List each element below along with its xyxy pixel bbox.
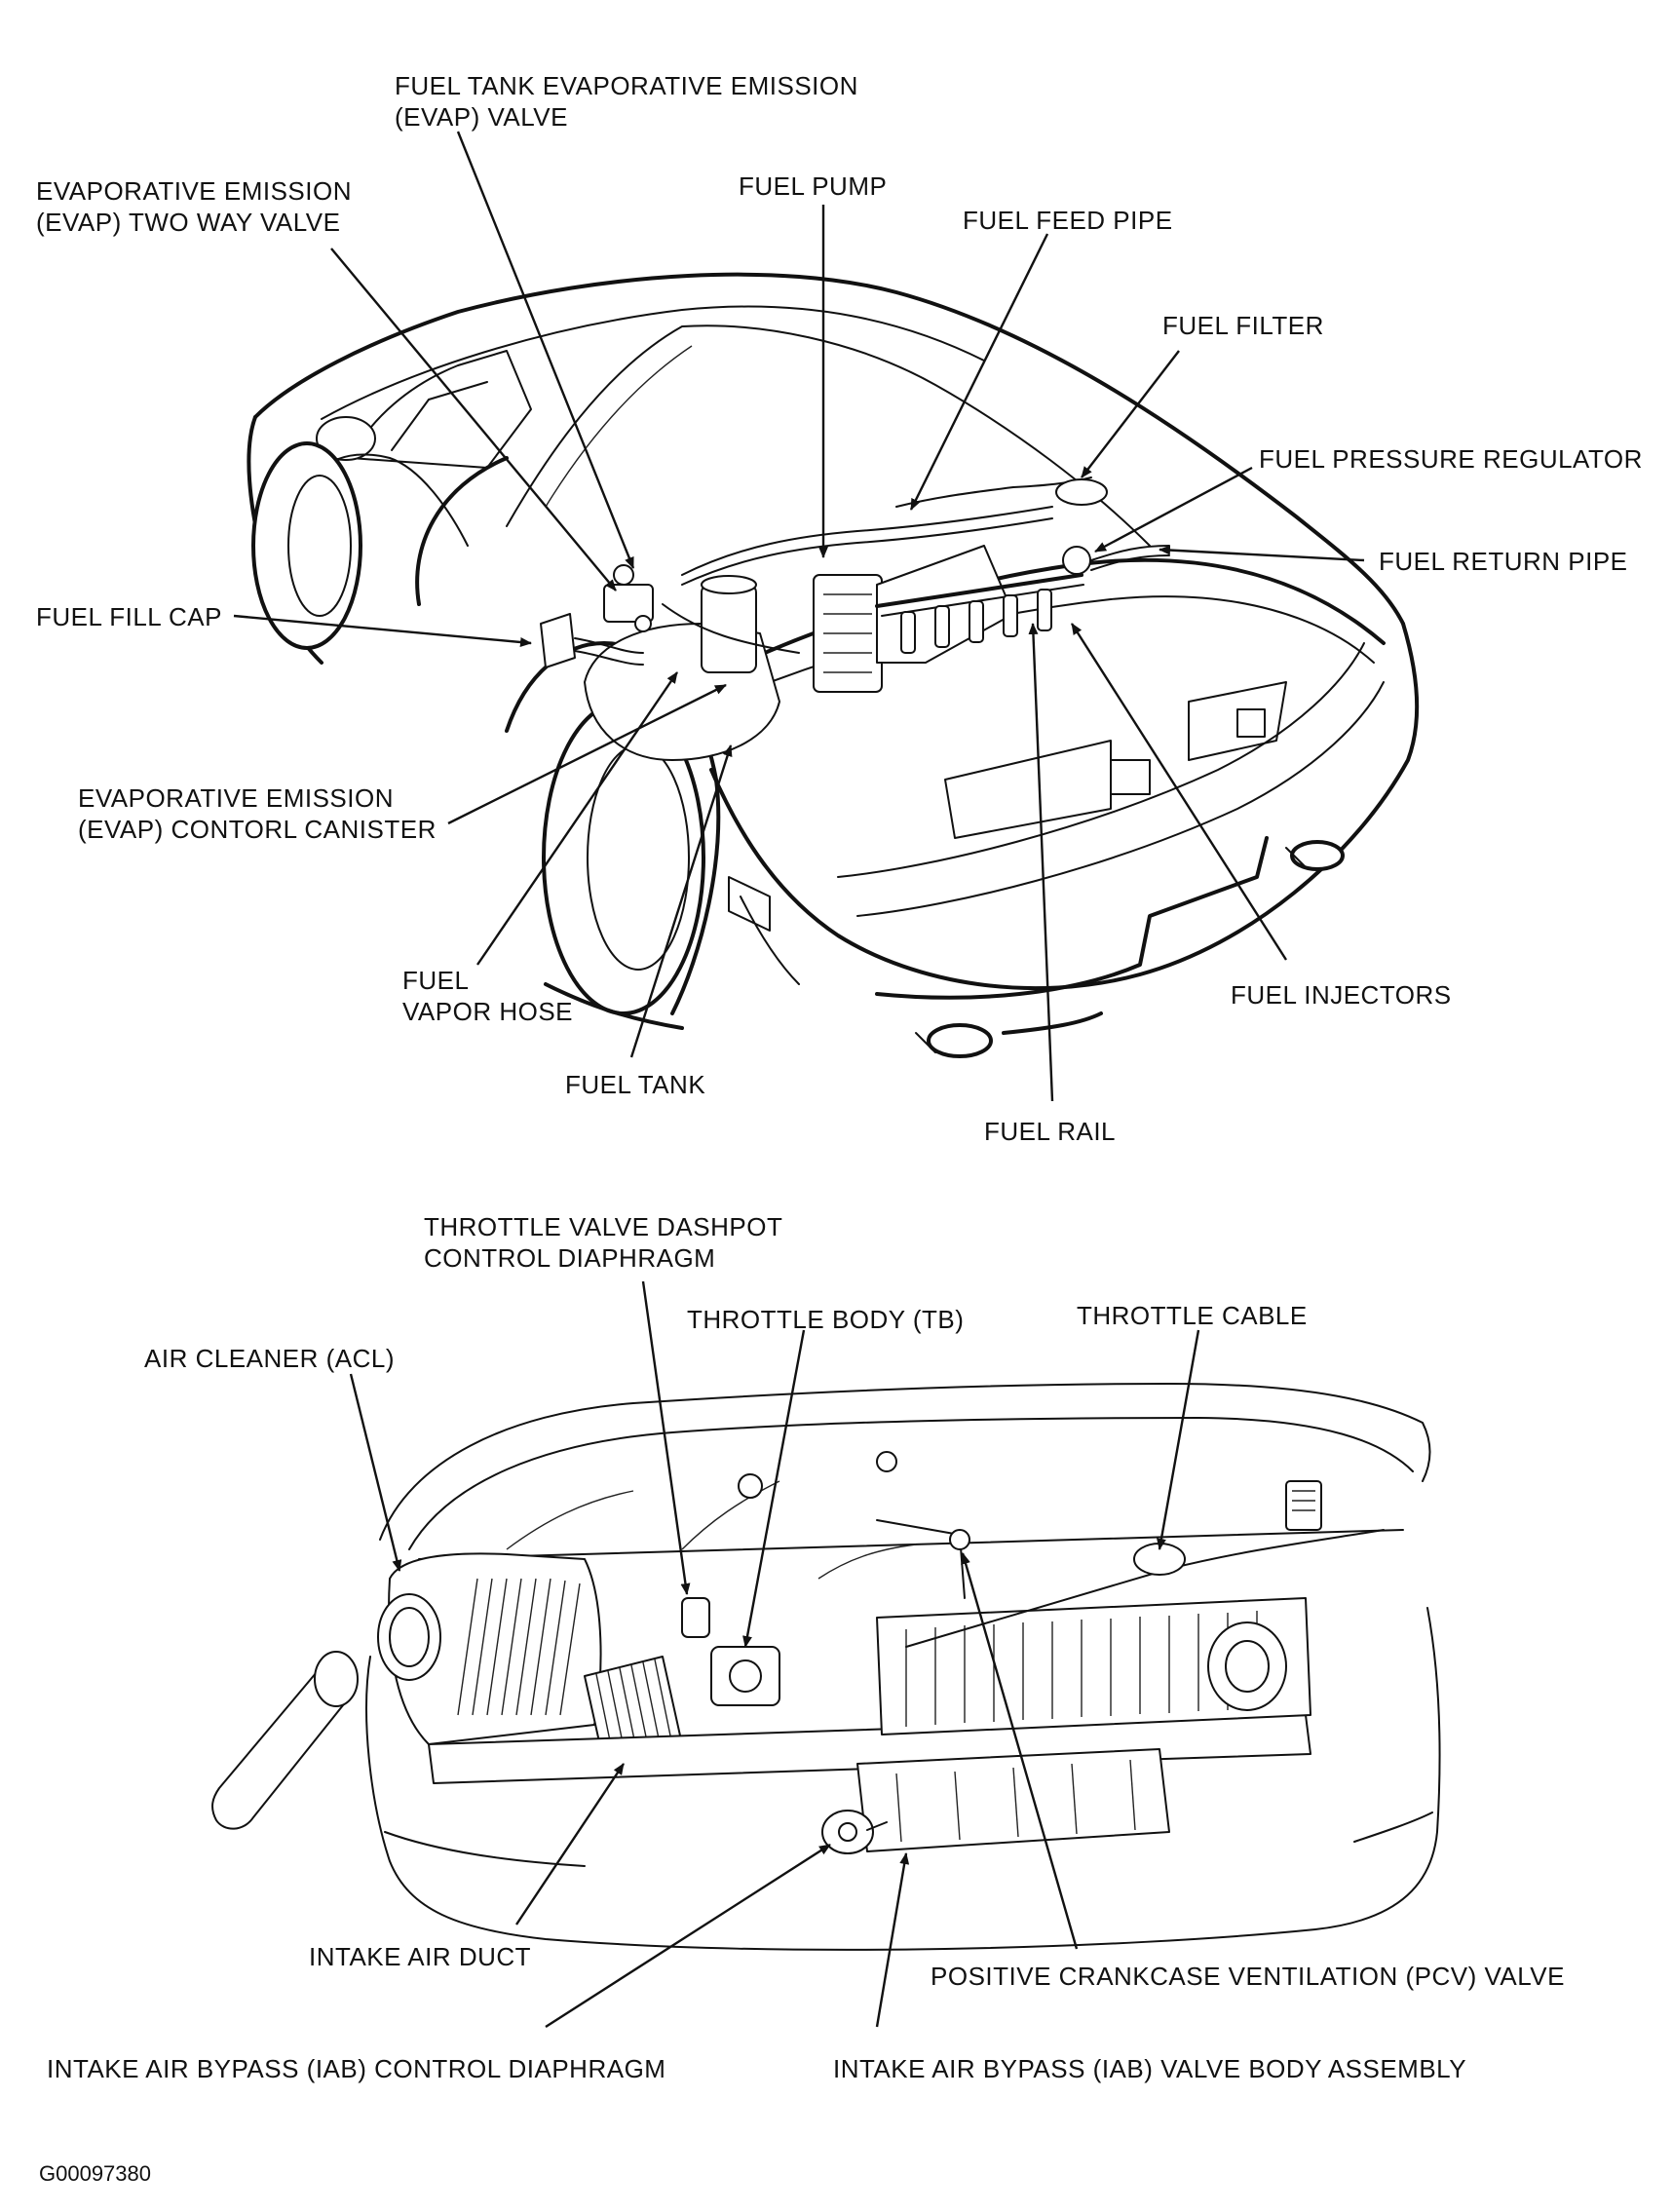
- label-fuel-return-pipe: FUEL RETURN PIPE: [1379, 547, 1628, 576]
- label-iab-control-diaphragm: INTAKE AIR BYPASS (IAB) CONTROL DIAPHRAG…: [47, 2054, 666, 2083]
- label-fuel-rail: FUEL RAIL: [984, 1117, 1117, 1146]
- label-fuel-pressure-regulator: FUEL PRESSURE REGULATOR: [1259, 444, 1643, 474]
- label-throttle-dashpot-line2: CONTROL DIAPHRAGM: [424, 1243, 716, 1273]
- label-intake-air-duct: INTAKE AIR DUCT: [309, 1942, 532, 1971]
- label-throttle-dashpot-line1: THROTTLE VALVE DASHPOT: [424, 1212, 783, 1241]
- label-throttle-cable: THROTTLE CABLE: [1077, 1301, 1308, 1330]
- label-evap-canister-line1: EVAPORATIVE EMISSION: [78, 783, 394, 813]
- intake-leader-lines: [349, 1280, 1200, 2029]
- fuel-leader-lines: [233, 131, 1365, 1102]
- label-fuel-vapor-hose-line2: VAPOR HOSE: [402, 997, 574, 1026]
- label-evap-two-way-valve-line1: EVAPORATIVE EMISSION: [36, 176, 352, 206]
- label-air-cleaner: AIR CLEANER (ACL): [144, 1344, 395, 1373]
- label-fuel-fill-cap: FUEL FILL CAP: [36, 602, 222, 631]
- engine-bay-illustration: [211, 1383, 1441, 1951]
- label-fuel-tank-evap-valve-line2: (EVAP) VALVE: [395, 102, 568, 132]
- figure-id: G00097380: [39, 2161, 151, 2186]
- label-iab-valve-body: INTAKE AIR BYPASS (IAB) VALVE BODY ASSEM…: [833, 2054, 1467, 2083]
- label-fuel-injectors: FUEL INJECTORS: [1231, 980, 1452, 1010]
- fuel-system-components: [574, 477, 1170, 761]
- label-pcv-valve: POSITIVE CRANKCASE VENTILATION (PCV) VAL…: [931, 1962, 1565, 1991]
- label-fuel-tank-evap-valve-line1: FUEL TANK EVAPORATIVE EMISSION: [395, 71, 858, 100]
- label-fuel-pump: FUEL PUMP: [739, 172, 888, 201]
- label-fuel-feed-pipe: FUEL FEED PIPE: [963, 206, 1173, 235]
- label-fuel-tank: FUEL TANK: [565, 1070, 706, 1099]
- label-evap-two-way-valve-line2: (EVAP) TWO WAY VALVE: [36, 208, 341, 237]
- label-fuel-vapor-hose-line1: FUEL: [402, 966, 470, 995]
- label-fuel-filter: FUEL FILTER: [1162, 311, 1324, 340]
- label-evap-canister-line2: (EVAP) CONTORL CANISTER: [78, 815, 437, 844]
- label-throttle-body: THROTTLE BODY (TB): [687, 1305, 965, 1334]
